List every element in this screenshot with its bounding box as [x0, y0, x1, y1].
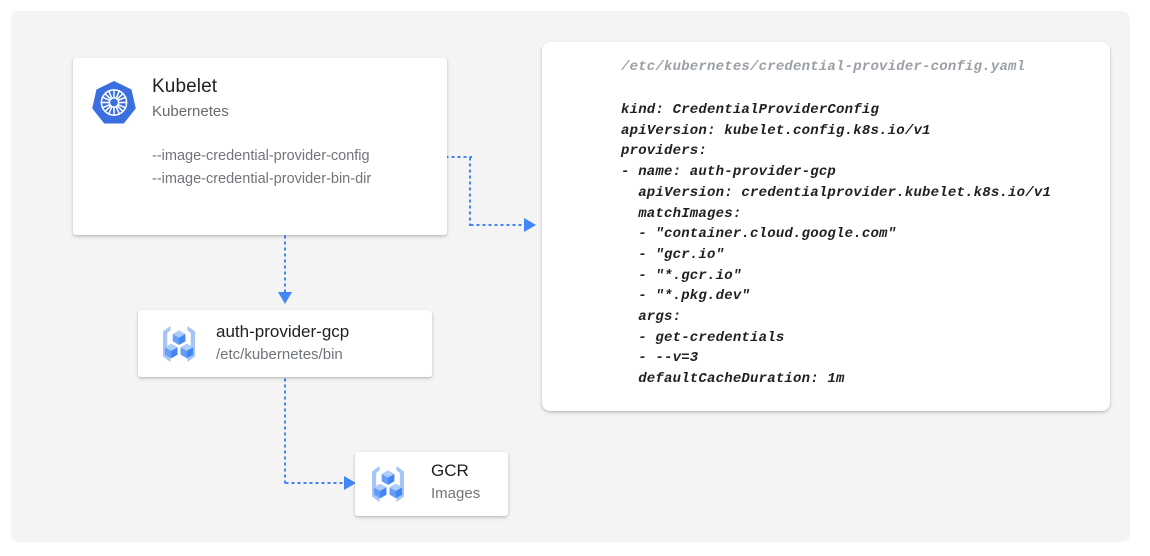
gcr-subtitle: Images [431, 485, 481, 502]
connector-segment-horizontal [469, 224, 527, 226]
auth-provider-subtitle: /etc/kubernetes/bin [216, 346, 343, 363]
auth-provider-gcp-card[interactable]: auth-provider-gcp /etc/kubernetes/bin [138, 310, 432, 377]
auth-provider-title: auth-provider-gcp [216, 322, 350, 341]
container-registry-icon [365, 461, 411, 507]
kubelet-flag-list: --image-credential-provider-config --ima… [152, 145, 371, 191]
arrow-head-down-icon [278, 292, 292, 304]
config-file-path: /etc/kubernetes/credential-provider-conf… [621, 59, 1026, 75]
arrow-head-right-icon [344, 476, 356, 490]
kubernetes-logo-icon [89, 78, 139, 128]
kubelet-flag-item: --image-credential-provider-bin-dir [152, 171, 372, 187]
gcr-title: GCR [431, 461, 469, 480]
credential-provider-config-card[interactable]: /etc/kubernetes/credential-provider-conf… [542, 42, 1110, 411]
container-registry-icon [156, 321, 202, 367]
arrow-head-right-icon [524, 218, 536, 232]
kubelet-flag-item: --image-credential-provider-config [152, 148, 370, 164]
kubelet-title: Kubelet [152, 76, 218, 97]
gcr-card[interactable]: GCR Images [355, 452, 508, 516]
connector-segment-horizontal [284, 482, 346, 484]
config-yaml-content: kind: CredentialProviderConfig apiVersio… [621, 102, 1052, 388]
connector-segment-vertical [284, 377, 286, 484]
kubelet-card[interactable]: Kubelet Kubernetes --image-credential-pr… [73, 58, 447, 235]
connector-segment-vertical [284, 234, 286, 294]
kubelet-subtitle: Kubernetes [152, 103, 229, 120]
connector-segment-vertical [469, 156, 471, 226]
